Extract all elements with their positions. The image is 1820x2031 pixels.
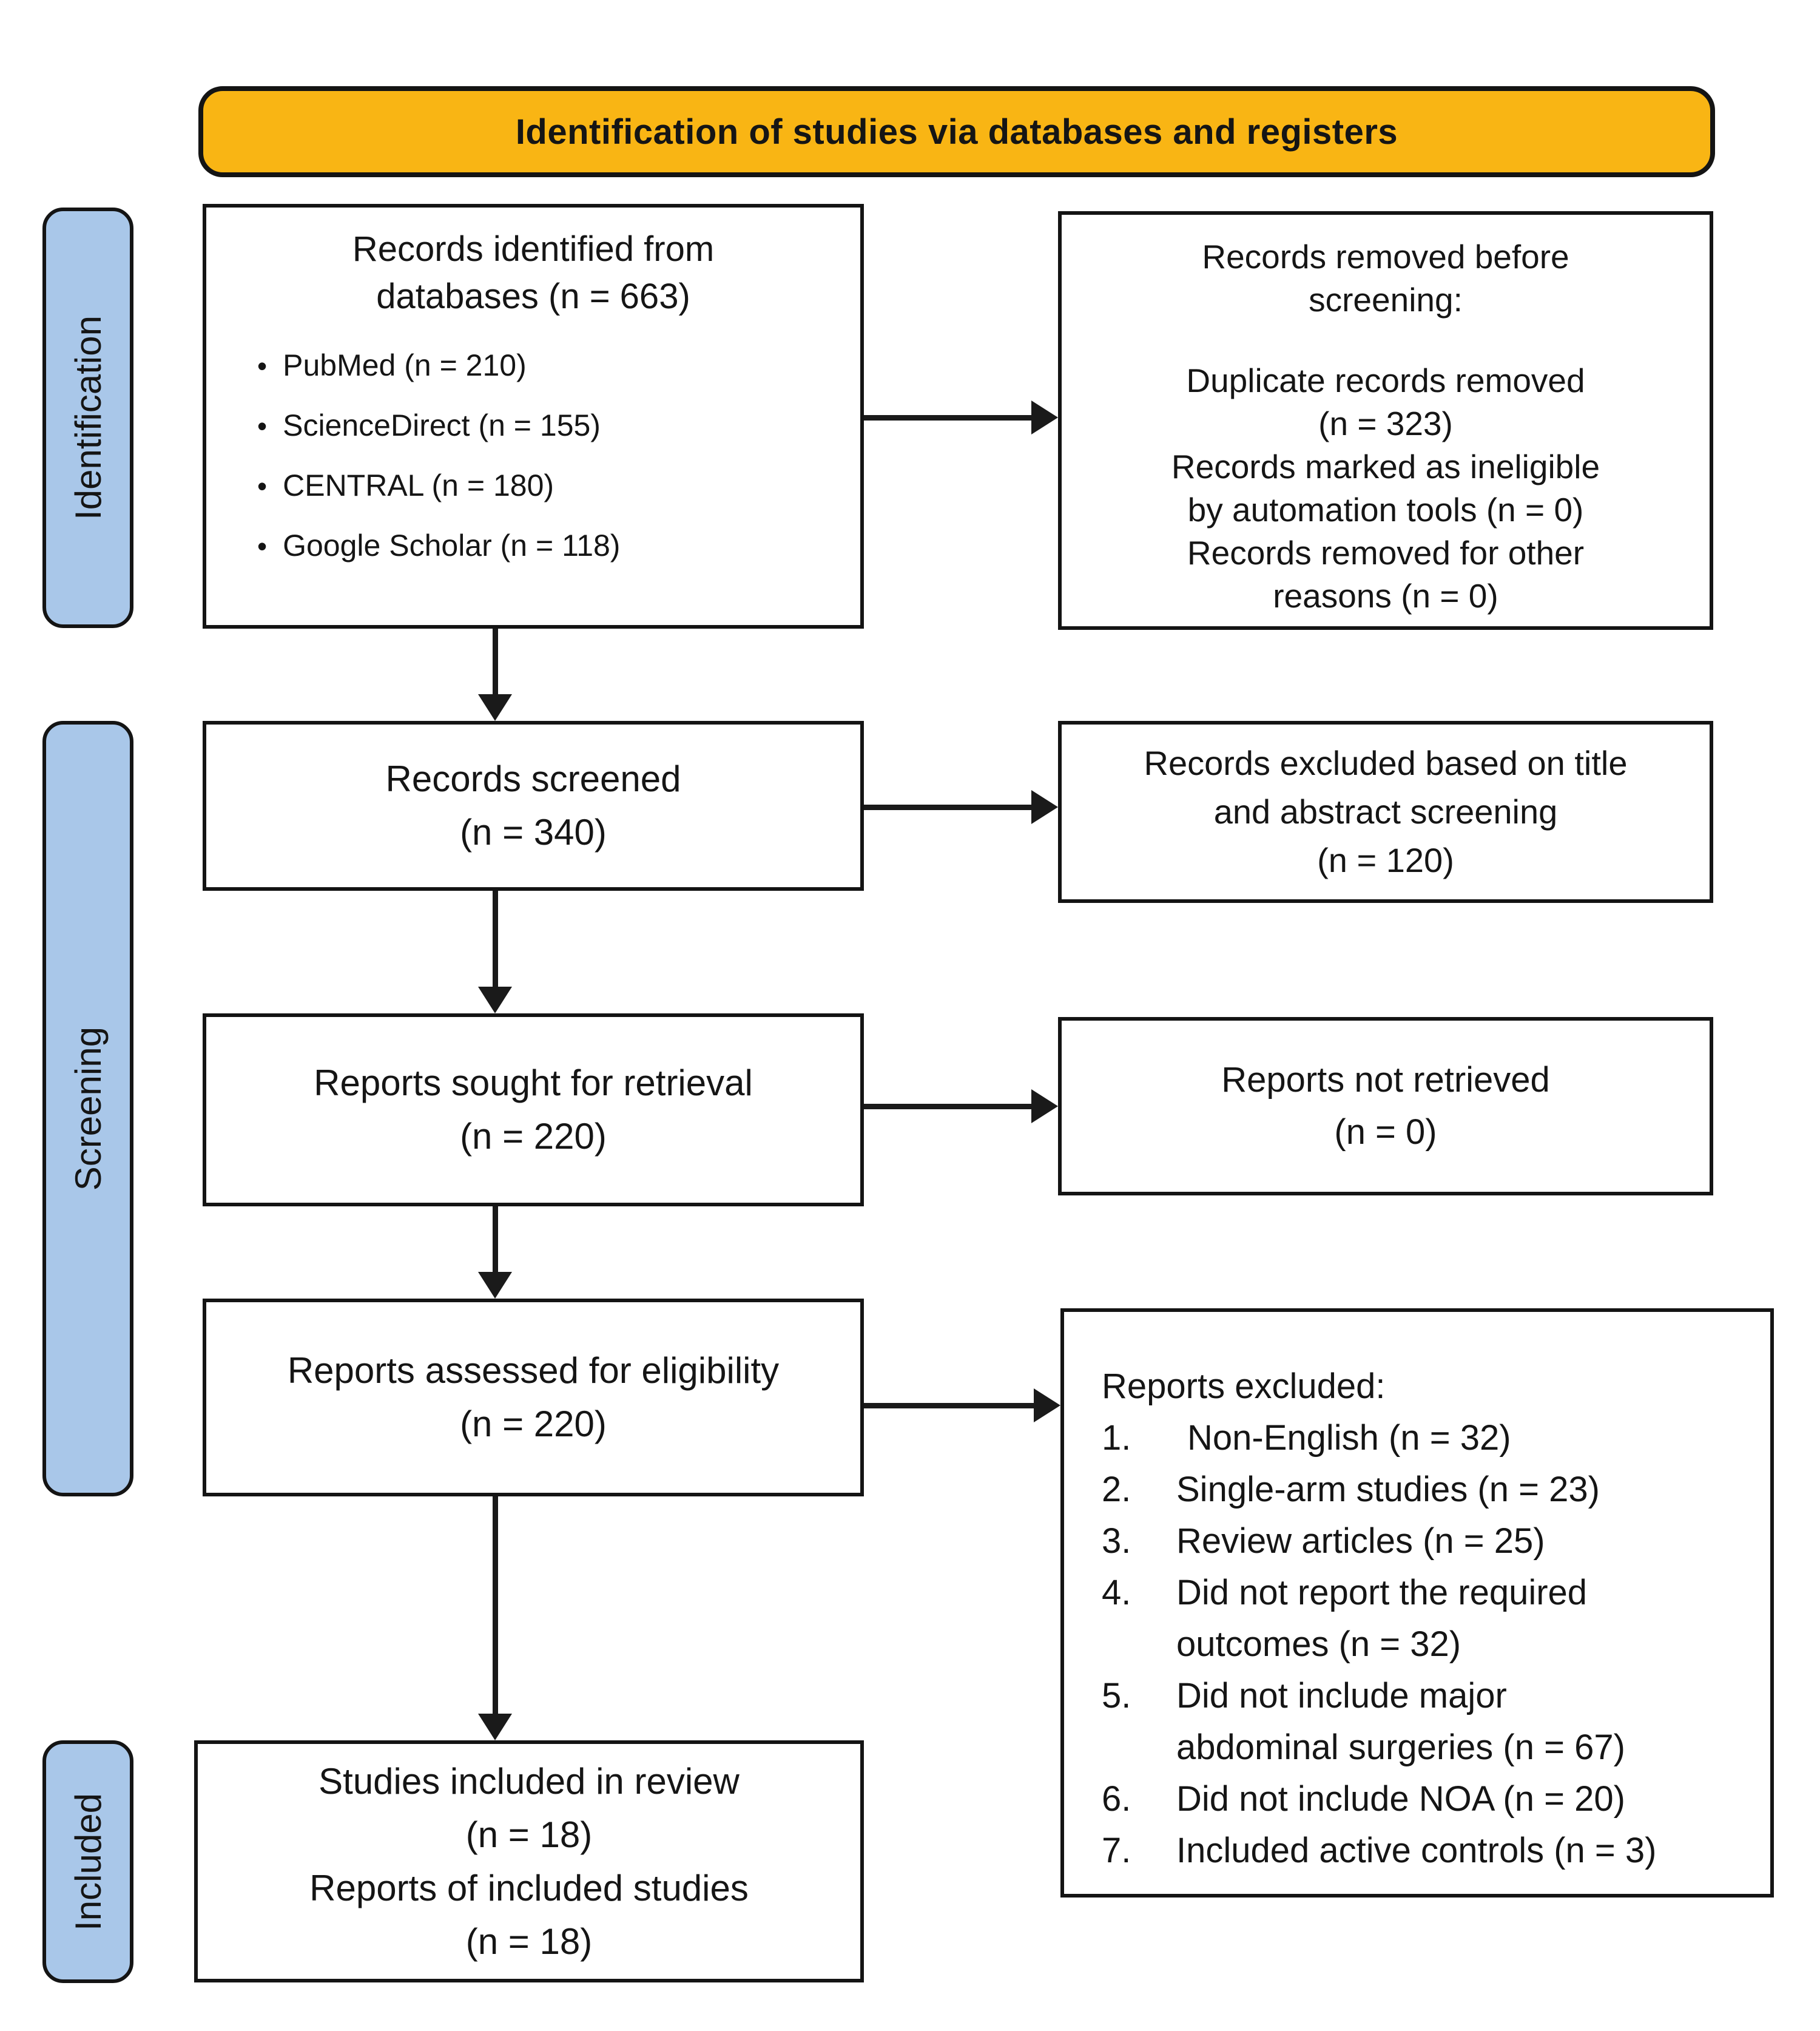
list-item: • ScienceDirect (n = 155) — [257, 407, 860, 444]
arrow-line — [864, 1104, 1035, 1109]
reports-excluded-heading: Reports excluded: — [1102, 1367, 1386, 1406]
arrow-head-icon — [1031, 400, 1058, 434]
box-reports-not-retrieved: Reports not retrieved (n = 0) — [1058, 1017, 1713, 1195]
stage-bar-identification: Identification — [42, 208, 133, 628]
source-sciencedirect: ScienceDirect (n = 155) — [283, 408, 601, 442]
list-item: • CENTRAL (n = 180) — [257, 467, 860, 504]
bullet-icon: • — [257, 350, 268, 382]
stage-label-included: Included — [67, 1793, 109, 1931]
arrow-line — [493, 1496, 498, 1716]
arrow-head-icon — [1031, 790, 1058, 824]
source-pubmed: PubMed (n = 210) — [283, 348, 527, 382]
arrow-head-icon — [478, 694, 512, 721]
box-reports-sought-for-retrieval: Reports sought for retrieval (n = 220) — [203, 1013, 864, 1206]
records-identified-source-list: • PubMed (n = 210) • ScienceDirect (n = … — [257, 347, 860, 564]
title-banner: Identification of studies via databases … — [198, 86, 1715, 177]
arrow-head-icon — [478, 987, 512, 1013]
arrow-line — [493, 1206, 498, 1274]
arrow-line — [493, 629, 498, 697]
arrow-line — [493, 891, 498, 989]
arrow-line — [864, 415, 1035, 421]
stage-bar-included: Included — [42, 1740, 133, 1983]
excluded-reason: 1. Non-English (n = 32) — [1102, 1418, 1511, 1458]
arrow-line — [864, 1403, 1037, 1408]
excluded-reason: 6. Did not include NOA (n = 20) — [1102, 1779, 1625, 1819]
box-reports-assessed-for-eligibility: Reports assessed for eligibility (n = 22… — [203, 1299, 864, 1496]
bullet-icon: • — [257, 470, 268, 502]
arrow-line — [864, 805, 1035, 810]
source-google-scholar: Google Scholar (n = 118) — [283, 529, 621, 563]
list-item: • PubMed (n = 210) — [257, 347, 860, 384]
arrow-down-screened-to-sought — [478, 891, 512, 1013]
stage-bar-screening: Screening — [42, 721, 133, 1496]
excluded-reason: 3. Review articles (n = 25) — [1102, 1521, 1545, 1561]
bullet-icon: • — [257, 530, 268, 562]
box-records-screened: Records screened (n = 340) — [203, 721, 864, 891]
bullet-icon: • — [257, 410, 268, 442]
box-records-excluded-title-abstract: Records excluded based on title and abst… — [1058, 721, 1713, 903]
stage-label-screening: Screening — [67, 1026, 109, 1191]
arrow-down-assessed-to-included — [478, 1496, 512, 1740]
arrow-right-identified-to-removed — [864, 400, 1058, 434]
excluded-reason: 7. Included active controls (n = 3) — [1102, 1831, 1657, 1870]
arrow-down-sought-to-assessed — [478, 1206, 512, 1299]
source-central: CENTRAL (n = 180) — [283, 468, 554, 502]
arrow-head-icon — [478, 1272, 512, 1299]
excluded-reason: 5. Did not include major abdominal surge… — [1102, 1676, 1625, 1767]
arrow-right-screened-to-excluded — [864, 790, 1058, 824]
box-studies-included-in-review: Studies included in review (n = 18) Repo… — [194, 1740, 864, 1982]
list-item: • Google Scholar (n = 118) — [257, 527, 860, 564]
arrow-head-icon — [1031, 1089, 1058, 1123]
arrow-head-icon — [1034, 1388, 1060, 1422]
box-records-identified: Records identified from databases (n = 6… — [203, 204, 864, 629]
records-identified-title: Records identified from databases (n = 6… — [352, 229, 715, 316]
arrow-right-assessed-to-excluded — [864, 1388, 1060, 1422]
box-records-removed-before-screening: Records removed before screening: Duplic… — [1058, 211, 1713, 630]
excluded-reason: 2. Single-arm studies (n = 23) — [1102, 1470, 1600, 1509]
arrow-head-icon — [478, 1714, 512, 1740]
arrow-right-sought-to-not-retrieved — [864, 1089, 1058, 1123]
stage-label-identification: Identification — [67, 316, 109, 520]
title-banner-label: Identification of studies via databases … — [515, 112, 1398, 152]
arrow-down-identified-to-screened — [478, 629, 512, 721]
excluded-reason: 4. Did not report the required outcomes … — [1102, 1573, 1588, 1664]
box-reports-excluded: Reports excluded: 1. Non-English (n = 32… — [1060, 1308, 1774, 1898]
